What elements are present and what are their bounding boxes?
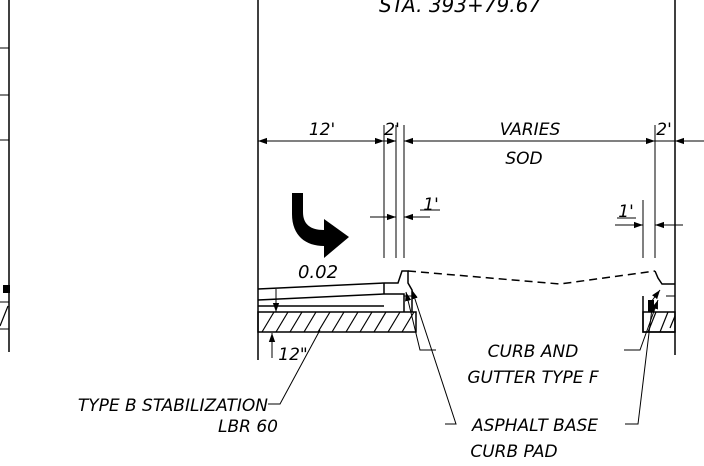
sod-label: SOD <box>505 149 542 169</box>
slope-label: 0.02 <box>298 262 338 283</box>
curb-left <box>384 270 416 312</box>
stabilization-label-line1: TYPE B STABILIZATION <box>78 396 268 416</box>
left-partial-section <box>0 0 10 352</box>
lane-width-label: 12' <box>309 120 335 140</box>
sod-line <box>407 270 656 285</box>
curb-label-line1: CURB AND <box>488 342 579 362</box>
gutter-right-label: 2' <box>656 120 672 140</box>
offset-right-label: 1' <box>618 202 634 222</box>
gutter-left-label: 2' <box>384 120 400 140</box>
station-label: STA. 393+79.67 <box>379 0 541 17</box>
stabilization-label-line2: LBR 60 <box>218 417 278 437</box>
offset-left-label: 1' <box>423 195 439 215</box>
offset-dimensions <box>370 209 683 229</box>
curb-right <box>642 270 676 333</box>
pavement-section <box>257 282 385 312</box>
stab-depth-label: 12" <box>278 345 307 365</box>
asphalt-base-label-line1: ASPHALT BASE <box>471 416 598 436</box>
varies-label: VARIES <box>500 120 561 140</box>
curved-arrow-icon <box>292 193 349 258</box>
asphalt-base-label-line2: CURB PAD <box>470 442 557 462</box>
curb-label-line2: GUTTER TYPE F <box>467 368 599 388</box>
stabilization-layer <box>257 311 417 358</box>
leader-lines <box>268 289 659 425</box>
